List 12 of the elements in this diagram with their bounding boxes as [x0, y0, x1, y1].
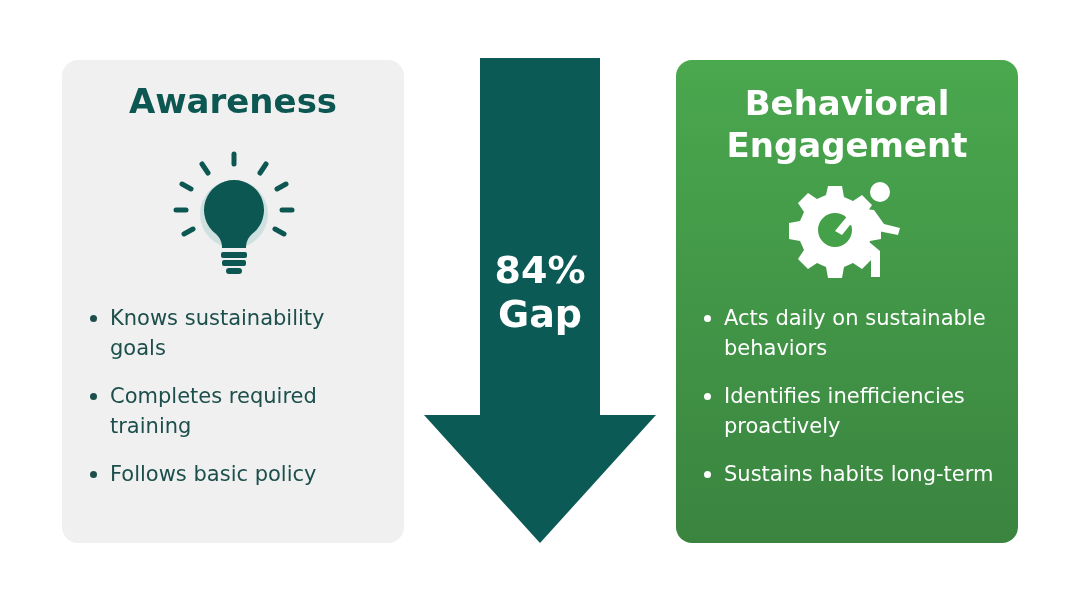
- down-arrow-shape: [424, 58, 656, 543]
- card-title: Awareness: [127, 80, 339, 122]
- bullet-item: Knows sustainability goals: [90, 303, 380, 363]
- bullet-item: Completes required training: [90, 381, 380, 441]
- bullet-item: Acts daily on sustainable behaviors: [704, 303, 994, 363]
- card-panel: [62, 60, 404, 543]
- card-title: Behavioral Engagement: [725, 82, 969, 166]
- card-panel: [676, 60, 1018, 543]
- bullet-item: Sustains habits long-term: [704, 459, 994, 489]
- bullet-item: Identifies inefficiencies proactively: [704, 381, 994, 441]
- bullet-item: Follows basic policy: [90, 459, 380, 489]
- gap-label: 84% Gap: [493, 248, 587, 336]
